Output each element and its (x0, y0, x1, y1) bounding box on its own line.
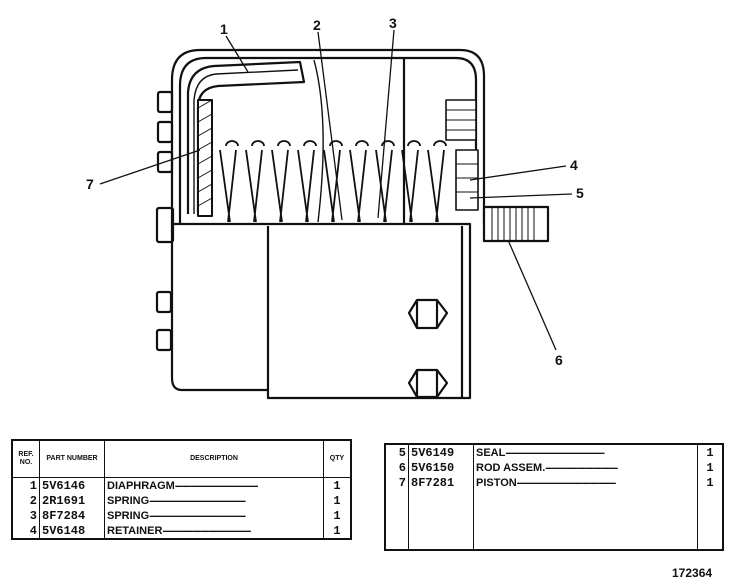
callout-3: 3 (389, 15, 397, 31)
callout-4: 4 (570, 157, 578, 173)
row-description: SEAL------------------------------------… (473, 444, 698, 460)
callout-leaders (99, 29, 573, 351)
row-qty: 1 (706, 445, 714, 460)
row-part-number: 5V6148 (39, 523, 105, 539)
row-qty: 1 (706, 460, 714, 475)
row-ref: 6 (385, 460, 409, 475)
table-empty-area (385, 490, 723, 550)
parts-table-left: REF. NO. PART NUMBER DESCRIPTION QTY 1 5… (11, 439, 352, 540)
header-part-number: PART NUMBER (39, 439, 105, 478)
table-row: 6 5V6150 ROD ASSEM.---------------------… (385, 460, 723, 475)
row-part-number: 2R1691 (39, 493, 105, 508)
retainer (445, 99, 479, 211)
table-row: 5 5V6149 SEAL---------------------------… (385, 444, 723, 460)
table-row: 1 5V6146 DIAPHRAGM----------------------… (12, 477, 351, 493)
row-part-number: 5V6150 (408, 460, 474, 475)
row-part-number: 8F7284 (39, 508, 105, 523)
row-qty: 1 (333, 523, 341, 538)
row-ref: 7 (385, 475, 409, 490)
row-qty: 1 (333, 478, 341, 493)
row-qty: 1 (333, 493, 341, 508)
table-row: 2 2R1691 SPRING-------------------------… (12, 493, 351, 508)
table-row: 4 5V6148 RETAINER-----------------------… (12, 523, 351, 539)
piston-wall (197, 99, 213, 217)
row-qty: 1 (706, 475, 714, 490)
parts-table-right: 5 5V6149 SEAL---------------------------… (384, 443, 724, 551)
row-description: ROD ASSEM.--------------------------- (473, 460, 698, 475)
row-description: SPRING----------------------------------… (104, 493, 324, 508)
row-part-number: 5V6149 (408, 444, 474, 460)
row-ref: 2 (12, 493, 40, 508)
callout-6: 6 (555, 352, 563, 368)
row-ref: 5 (385, 444, 409, 460)
row-description: DIAPHRAGM------------------------------- (104, 477, 324, 493)
row-part-number: 8F7281 (408, 475, 474, 490)
front-bolts (407, 298, 449, 399)
assembly-drawing (99, 29, 573, 400)
header-qty: QTY (323, 439, 352, 478)
row-description: RETAINER--------------------------------… (104, 523, 324, 539)
row-ref: 3 (12, 508, 40, 523)
table-row: 3 8F7284 SPRING-------------------------… (12, 508, 351, 523)
callout-7: 7 (86, 176, 94, 192)
header-description: DESCRIPTION (104, 439, 324, 478)
callout-1: 1 (220, 21, 228, 37)
rod (482, 205, 550, 243)
parts-table-header: REF. NO. PART NUMBER DESCRIPTION QTY (11, 439, 352, 478)
header-ref-no: REF. NO. (11, 439, 40, 478)
figure-number: 172364 (672, 566, 713, 580)
row-part-number: 5V6146 (39, 477, 105, 493)
row-description: SPRING----------------------------------… (104, 508, 324, 523)
callout-2: 2 (313, 17, 321, 33)
row-ref: 1 (12, 477, 40, 493)
table-row: 7 8F7281 PISTON-------------------------… (385, 475, 723, 490)
row-qty: 1 (333, 508, 341, 523)
row-ref: 4 (12, 523, 40, 539)
row-description: PISTON----------------------------------… (473, 475, 698, 490)
diaphragm (186, 60, 306, 214)
housing-body (170, 222, 472, 400)
upper-cover (170, 48, 486, 224)
callout-5: 5 (576, 185, 584, 201)
housing-bolts (155, 90, 175, 352)
